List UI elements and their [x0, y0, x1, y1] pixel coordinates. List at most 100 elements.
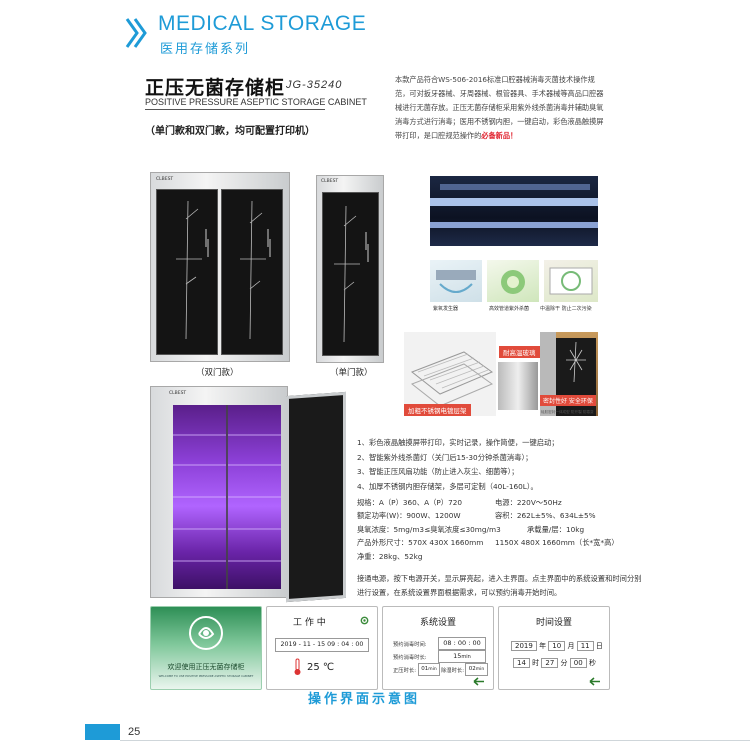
sys-row3-label2: 除湿时长:	[441, 668, 464, 674]
footer-accent-bar	[85, 724, 120, 740]
spec-right: 承载量/层：10kg	[527, 524, 585, 534]
badge-seal: 密封性好 安全环保	[540, 395, 596, 406]
title-divider	[145, 109, 325, 110]
spec-row: 臭氧浓度：5mg/m3≤臭氧浓度≤30mg/m3 承载量/层：10kg	[357, 523, 657, 536]
double-door-cabinet: CLBEST	[150, 172, 290, 362]
cabinet-brand: CLBEST	[156, 177, 174, 182]
rack-drawing	[410, 351, 494, 407]
sys-row3-unit: min	[428, 667, 437, 672]
spec-left: 规格：A（P）360、A（P）720	[357, 498, 463, 507]
back-arrow-icon[interactable]	[589, 677, 601, 686]
uv-lamp-photo	[430, 176, 598, 246]
feature-item: 1、彩色液晶触摸屏带打印，实时记录，操作简便，一键启动；	[357, 438, 559, 447]
header-title-en: MEDICAL STORAGE	[158, 12, 367, 35]
spec-left: 产品外形尺寸：570X 430X 1660mm	[357, 538, 484, 548]
fan-dry-photo	[544, 260, 598, 302]
spec-row: 额定功率(W)：900W、1200W 容积：262L±5%、634L±5%	[357, 509, 657, 522]
sys-row3-label: 正压时长:	[393, 668, 416, 674]
system-settings-title: 系统设置	[419, 618, 456, 628]
rack-photo	[404, 332, 496, 416]
cabinet-brand-single: CLBEST	[321, 179, 339, 184]
hour-unit: 时	[532, 659, 540, 667]
time-settings-screen: 时间设置 2019 年 10 月 11 日 14 时 27 分 00 秒	[498, 606, 610, 690]
intro-text: 本款产品符合WS-506-2016标准口腔器械消毒灭菌技术操作规范，可对扳牙器械…	[395, 75, 604, 140]
open-door-panel	[286, 391, 346, 603]
single-door-cabinet: CLBEST	[316, 175, 384, 363]
ui-caption: 操作界面示意图	[308, 692, 421, 707]
badge-high-temp-glass: 耐高温玻璃	[499, 346, 540, 358]
spec-right: 电源：220V～50Hz	[495, 498, 562, 507]
sys-row3-number: 01	[421, 666, 429, 672]
spec-left: 额定功率(W)：900W、1200W	[357, 511, 461, 521]
ozone-generator-photo	[430, 260, 482, 302]
year-value[interactable]: 2019	[511, 641, 537, 651]
thermometer-icon	[294, 658, 301, 675]
seal-photo	[498, 362, 538, 410]
product-model: JG-35240	[286, 79, 343, 91]
sys-row3-unit2: min	[475, 667, 485, 672]
uv-lamp-drawing	[430, 184, 598, 228]
month-unit: 月	[567, 642, 575, 650]
spec-left: 臭氧浓度：5mg/m3≤臭氧浓度≤30mg/m3	[357, 524, 501, 534]
intro-highlight: 必备新品！	[481, 131, 518, 140]
spec-row: 净重：28kg、52kg	[357, 550, 657, 563]
double-door-label: （双门款）	[196, 368, 239, 378]
working-title: 工 作 中	[293, 618, 326, 628]
spec-row: 规格：A（P）360、A（P）720 电源：220V～50Hz	[357, 496, 657, 509]
spec-table: 规格：A（P）360、A（P）720 电源：220V～50Hz 额定功率(W)：9…	[357, 496, 657, 563]
caption-dry: 中温除干 防止二次污染	[540, 306, 592, 312]
page-number: 25	[128, 726, 141, 738]
sys-row2-value[interactable]: 15min	[438, 650, 486, 663]
footer-rule	[120, 740, 750, 741]
feature-item: 3、智能正压风扇功能（防止进入灰尘、细菌等）；	[357, 467, 519, 477]
system-settings-screen: 系统设置 预约消毒时间: 08 : 00 : 00 预约消毒时长: 15min …	[382, 606, 494, 690]
minute-value[interactable]: 27	[541, 658, 559, 668]
welcome-screen: 欢迎使用正压无菌存储柜 WELCOME TO USE POSITIVE PRES…	[150, 606, 262, 690]
minute-unit: 分	[560, 659, 568, 667]
single-door-decor	[334, 205, 369, 343]
second-unit: 秒	[588, 659, 596, 667]
open-cabinet-brand: CLBEST	[169, 391, 187, 396]
date-row: 2019 年 10 月 11 日	[511, 641, 603, 651]
chevron-logo-icon	[125, 18, 147, 48]
back-arrow-icon[interactable]	[473, 677, 485, 686]
hour-value[interactable]: 14	[513, 658, 530, 668]
door-decor-lines	[176, 200, 271, 340]
year-unit: 年	[539, 642, 547, 650]
temperature-value: 25 ℃	[307, 662, 335, 673]
second-value[interactable]: 00	[569, 658, 587, 668]
spec-right: 容积：262L±5%、634L±5%	[495, 511, 596, 521]
month-value[interactable]: 10	[548, 641, 566, 651]
caption-uv: 高效管道紫外杀菌	[489, 306, 530, 312]
settings-gear-icon[interactable]	[359, 615, 370, 626]
sys-row2-label: 预约消毒时长:	[393, 655, 427, 661]
sys-row3-value2[interactable]: 02min	[465, 663, 488, 676]
fan-drawing	[549, 267, 593, 295]
feature-item: 2、智能紫外线杀菌灯（关门后15-30分钟杀菌消毒）；	[357, 452, 533, 462]
sys-row3-number2: 02	[468, 666, 476, 672]
sys-row1-value[interactable]: 08 : 00 : 00	[438, 637, 486, 650]
feature-item: 4、加厚不锈钢内胆存储架，多层可定制（40L-160L）。	[357, 481, 538, 491]
header-title-cn: 医用存储系列	[160, 42, 251, 57]
open-cabinet-shelves	[173, 405, 281, 589]
sterile-logo-icon	[189, 616, 223, 650]
open-cabinet: CLBEST	[150, 386, 288, 598]
caption-ozone: 紫氧发生器	[433, 306, 459, 312]
welcome-text-cn: 欢迎使用正压无菌存储柜	[167, 663, 245, 671]
welcome-text-en: WELCOME TO USE POSITIVE PRESSURE ASEPTIC…	[158, 674, 254, 678]
feature-list: 1、彩色液晶触摸屏带打印，实时记录，操作简便，一键启动； 2、智能紫外线杀菌灯（…	[357, 436, 637, 494]
day-unit: 日	[595, 642, 603, 650]
ozone-drawing	[436, 270, 476, 293]
leaf-drawing	[501, 270, 525, 294]
working-datetime: 2019 - 11 - 15 09 : 04 : 00	[275, 638, 369, 652]
sys-row2-unit: min	[461, 654, 471, 660]
day-value[interactable]: 11	[576, 641, 594, 651]
sys-row1-label: 预约消毒时间:	[393, 642, 427, 648]
product-name-en: POSITIVE PRESSURE ASEPTIC STORAGE CABINE…	[145, 97, 367, 107]
uv-sterilize-photo	[487, 260, 539, 302]
sys-row3-value[interactable]: 01min	[418, 663, 440, 676]
sys-row2-number: 15	[453, 652, 462, 660]
badge-rack: 加粗不锈钢电镀层架	[404, 404, 471, 416]
spec-left: 净重：28kg、52kg	[357, 551, 423, 561]
